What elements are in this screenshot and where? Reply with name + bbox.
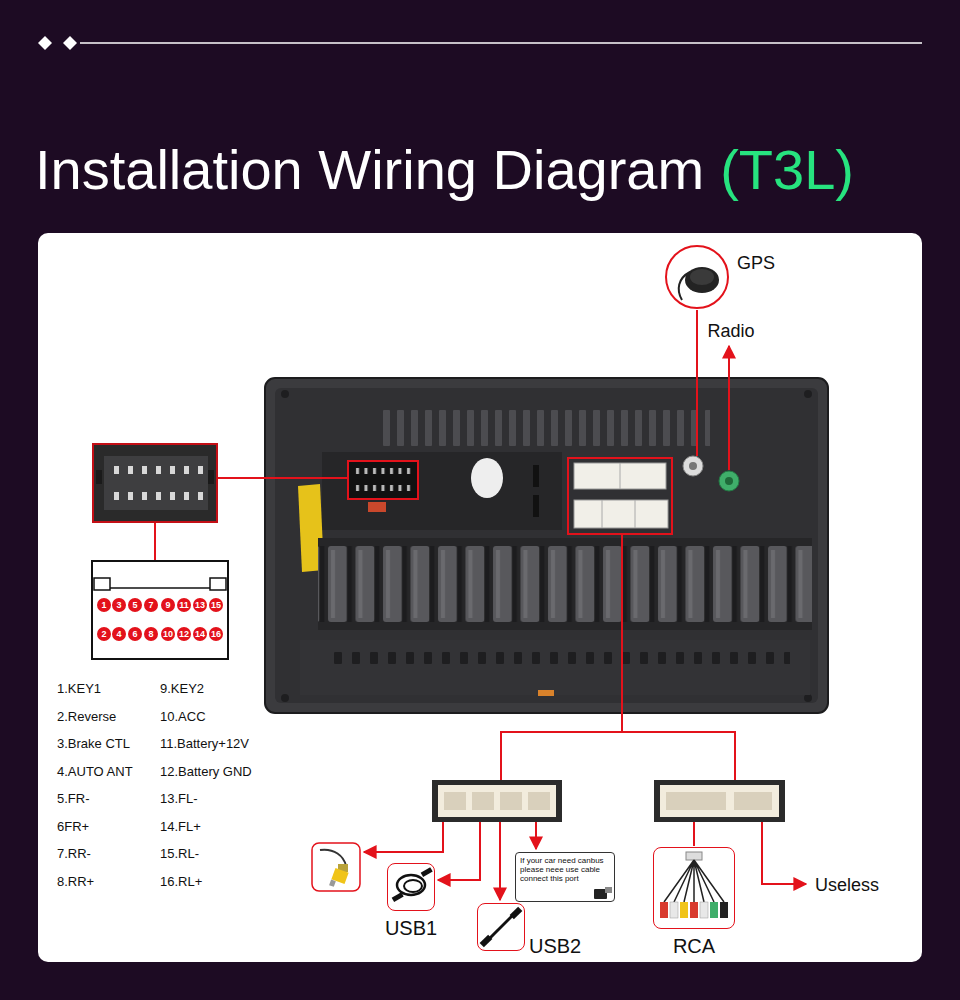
gps-antenna-icon: GPS bbox=[665, 245, 729, 309]
pin-number-text: 2 bbox=[101, 630, 106, 639]
pin-number-text: 16 bbox=[211, 630, 221, 639]
pin-number-text: 14 bbox=[195, 630, 205, 639]
pin-number: 13 bbox=[193, 598, 207, 612]
pin-number-text: 6 bbox=[132, 630, 137, 639]
note-text: If your car need canbus please neee use … bbox=[520, 856, 610, 884]
pin-number: 16 bbox=[209, 627, 223, 641]
pin-number: 12 bbox=[177, 627, 191, 641]
canbus-note: If your car need canbus please neee use … bbox=[515, 852, 615, 902]
pin-number: 1 bbox=[97, 598, 111, 612]
pin-function: 15.RL- bbox=[160, 846, 199, 862]
pin-number-text: 12 bbox=[179, 630, 189, 639]
port-label: Useless bbox=[815, 875, 879, 897]
pin-number-text: 15 bbox=[211, 601, 221, 610]
icon-label: GPS bbox=[737, 253, 775, 275]
pin-number: 3 bbox=[112, 598, 126, 612]
pin-function: 16.RL+ bbox=[160, 874, 202, 890]
pin-number-text: 8 bbox=[148, 630, 153, 639]
pin-function: 7.RR- bbox=[57, 846, 91, 862]
pin-function: 14.FL+ bbox=[160, 819, 201, 835]
icon-label: USB1 bbox=[385, 916, 437, 940]
pin-function: 13.FL- bbox=[160, 791, 198, 807]
pin-number-text: 11 bbox=[179, 601, 189, 610]
pin-number: 8 bbox=[144, 627, 158, 641]
model-code: (T3L) bbox=[720, 136, 854, 203]
jack-label: Radio bbox=[707, 321, 754, 343]
usb2-icon: USB2 bbox=[477, 903, 525, 951]
title-text: Installation Wiring Diagram bbox=[35, 136, 704, 203]
title-row: Installation Wiring Diagram(T3L) bbox=[35, 136, 854, 203]
pin-function: 8.RR+ bbox=[57, 874, 94, 890]
pin-number: 6 bbox=[128, 627, 142, 641]
canbus-cable-icon bbox=[593, 886, 613, 900]
pin-number-text: 13 bbox=[195, 601, 205, 610]
pin-number: 15 bbox=[209, 598, 223, 612]
pin-number: 2 bbox=[97, 627, 111, 641]
pin-function: 9.KEY2 bbox=[160, 681, 204, 697]
pin-function: 10.ACC bbox=[160, 709, 206, 725]
pin-number: 10 bbox=[161, 627, 175, 641]
pin-number: 4 bbox=[112, 627, 126, 641]
rca-icon: RCA bbox=[653, 847, 735, 929]
pin-number-text: 1 bbox=[101, 601, 106, 610]
pin-function: 11.Battery+12V bbox=[160, 736, 249, 752]
pin-function: 3.Brake CTL bbox=[57, 736, 130, 752]
pin-number-text: 5 bbox=[132, 601, 137, 610]
pin-function: 4.AUTO ANT bbox=[57, 764, 133, 780]
pin-number: 11 bbox=[177, 598, 191, 612]
pin-number-text: 7 bbox=[148, 601, 153, 610]
pin-function: 2.Reverse bbox=[57, 709, 116, 725]
pin-number-text: 3 bbox=[116, 601, 121, 610]
pin-function: 1.KEY1 bbox=[57, 681, 101, 697]
pin-function: 12.Battery GND bbox=[160, 764, 252, 780]
pin-function: 6FR+ bbox=[57, 819, 89, 835]
pin-number: 14 bbox=[193, 627, 207, 641]
pin-number: 7 bbox=[144, 598, 158, 612]
usb1-icon: USB1 bbox=[387, 863, 435, 911]
icon-label: RCA bbox=[673, 934, 715, 958]
pin-number: 5 bbox=[128, 598, 142, 612]
pin-number-text: 4 bbox=[116, 630, 121, 639]
icon-label: USB2 bbox=[529, 934, 581, 958]
pin-number: 9 bbox=[161, 598, 175, 612]
pin-function: 5.FR- bbox=[57, 791, 90, 807]
pin-number-text: 9 bbox=[165, 601, 170, 610]
pin-number-text: 10 bbox=[163, 630, 173, 639]
